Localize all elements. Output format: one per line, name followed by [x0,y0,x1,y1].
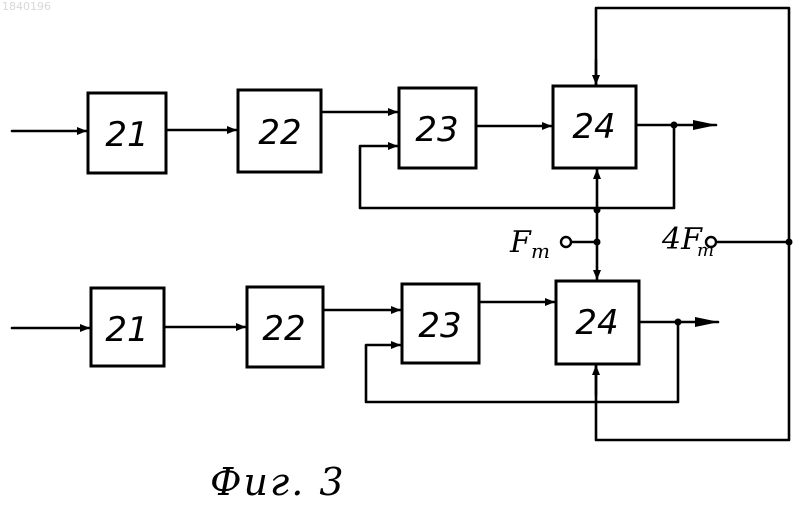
ft-terminal [561,237,571,247]
block-label: 24 [572,107,615,147]
block-label: 24 [575,303,618,343]
block-label: 22 [258,113,301,153]
block-label: 22 [262,309,305,349]
junction-dot [594,207,601,214]
ft-label: F т [509,225,550,263]
block-label: 23 [415,110,458,150]
f4t-label: 4F т [661,222,714,261]
block-label: 21 [105,310,148,350]
block-label: 23 [418,306,461,346]
block-21-bottom: 21 [91,288,164,366]
block-24-top: 24 [553,86,636,168]
block-23-top: 23 [399,88,476,168]
figure-caption: Фиг. 3 [210,460,346,504]
svg-text:т: т [697,240,714,261]
svg-text:F: F [509,225,532,260]
block-label: 21 [105,115,148,155]
block-22-bottom: 22 [247,287,323,367]
block-24-bottom: 24 [556,281,639,364]
svg-text:т: т [531,239,550,263]
block-23-bottom: 23 [402,284,479,363]
block-22-top: 22 [238,90,321,172]
doc-number-stamp: 1840196 [2,0,51,13]
block-21-top: 21 [88,93,166,173]
